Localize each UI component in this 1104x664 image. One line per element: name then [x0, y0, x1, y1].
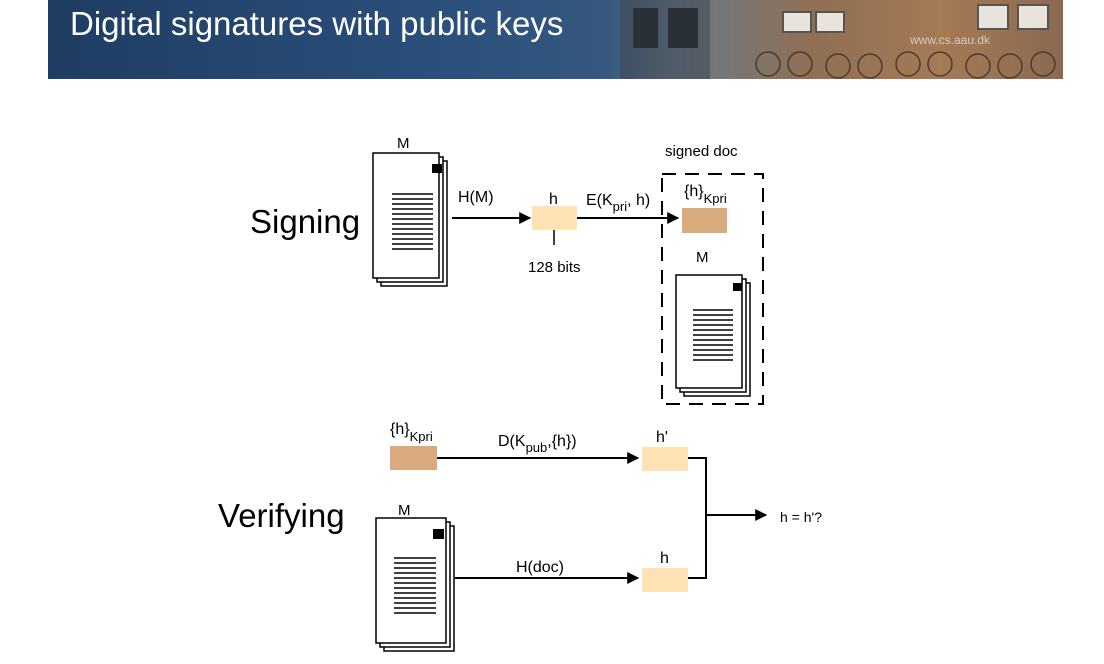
signature-label: {h}Kpri — [684, 183, 727, 206]
verify-hash-box — [642, 568, 688, 592]
verify-hash-operation-label: H(doc) — [516, 559, 564, 576]
verify-doc-label: M — [398, 502, 411, 519]
compare-connector — [688, 457, 707, 579]
decrypt-operation-label: D(Kpub,{h}) — [498, 433, 577, 455]
hash-size-label: 128 bits — [528, 259, 581, 276]
encrypt-operation-label: E(Kpri, h) — [586, 192, 650, 214]
slide-title: Digital signatures with public keys — [70, 5, 564, 42]
verify-document-icon — [375, 517, 455, 652]
compare-label: h = h'? — [780, 509, 822, 525]
hash-operation-label: H(M) — [458, 189, 494, 206]
signed-doc-m-label: M — [696, 249, 709, 266]
signing-label: Signing — [250, 203, 360, 240]
verify-signature-box — [390, 446, 437, 470]
signing-document-icon — [372, 152, 448, 287]
signed-doc-container — [661, 173, 764, 405]
verifying-label: Verifying — [218, 497, 345, 534]
hash-box — [532, 206, 577, 230]
verify-signature-label: {h}Kpri — [390, 421, 433, 444]
banner-photo — [620, 0, 1056, 79]
hash-label: h — [549, 191, 558, 208]
decrypted-hash-box — [642, 447, 688, 471]
watermark-url: www.cs.aau.dk — [910, 33, 991, 47]
signed-document-icon — [675, 274, 751, 397]
decrypted-hash-label: h' — [656, 429, 668, 446]
title-banner: Digital signatures with public keys www.… — [48, 0, 1063, 79]
signing-doc-label: M — [397, 135, 410, 152]
verify-hash-label: h — [660, 550, 669, 567]
signature-box — [682, 208, 727, 233]
signed-doc-label: signed doc — [665, 143, 738, 160]
